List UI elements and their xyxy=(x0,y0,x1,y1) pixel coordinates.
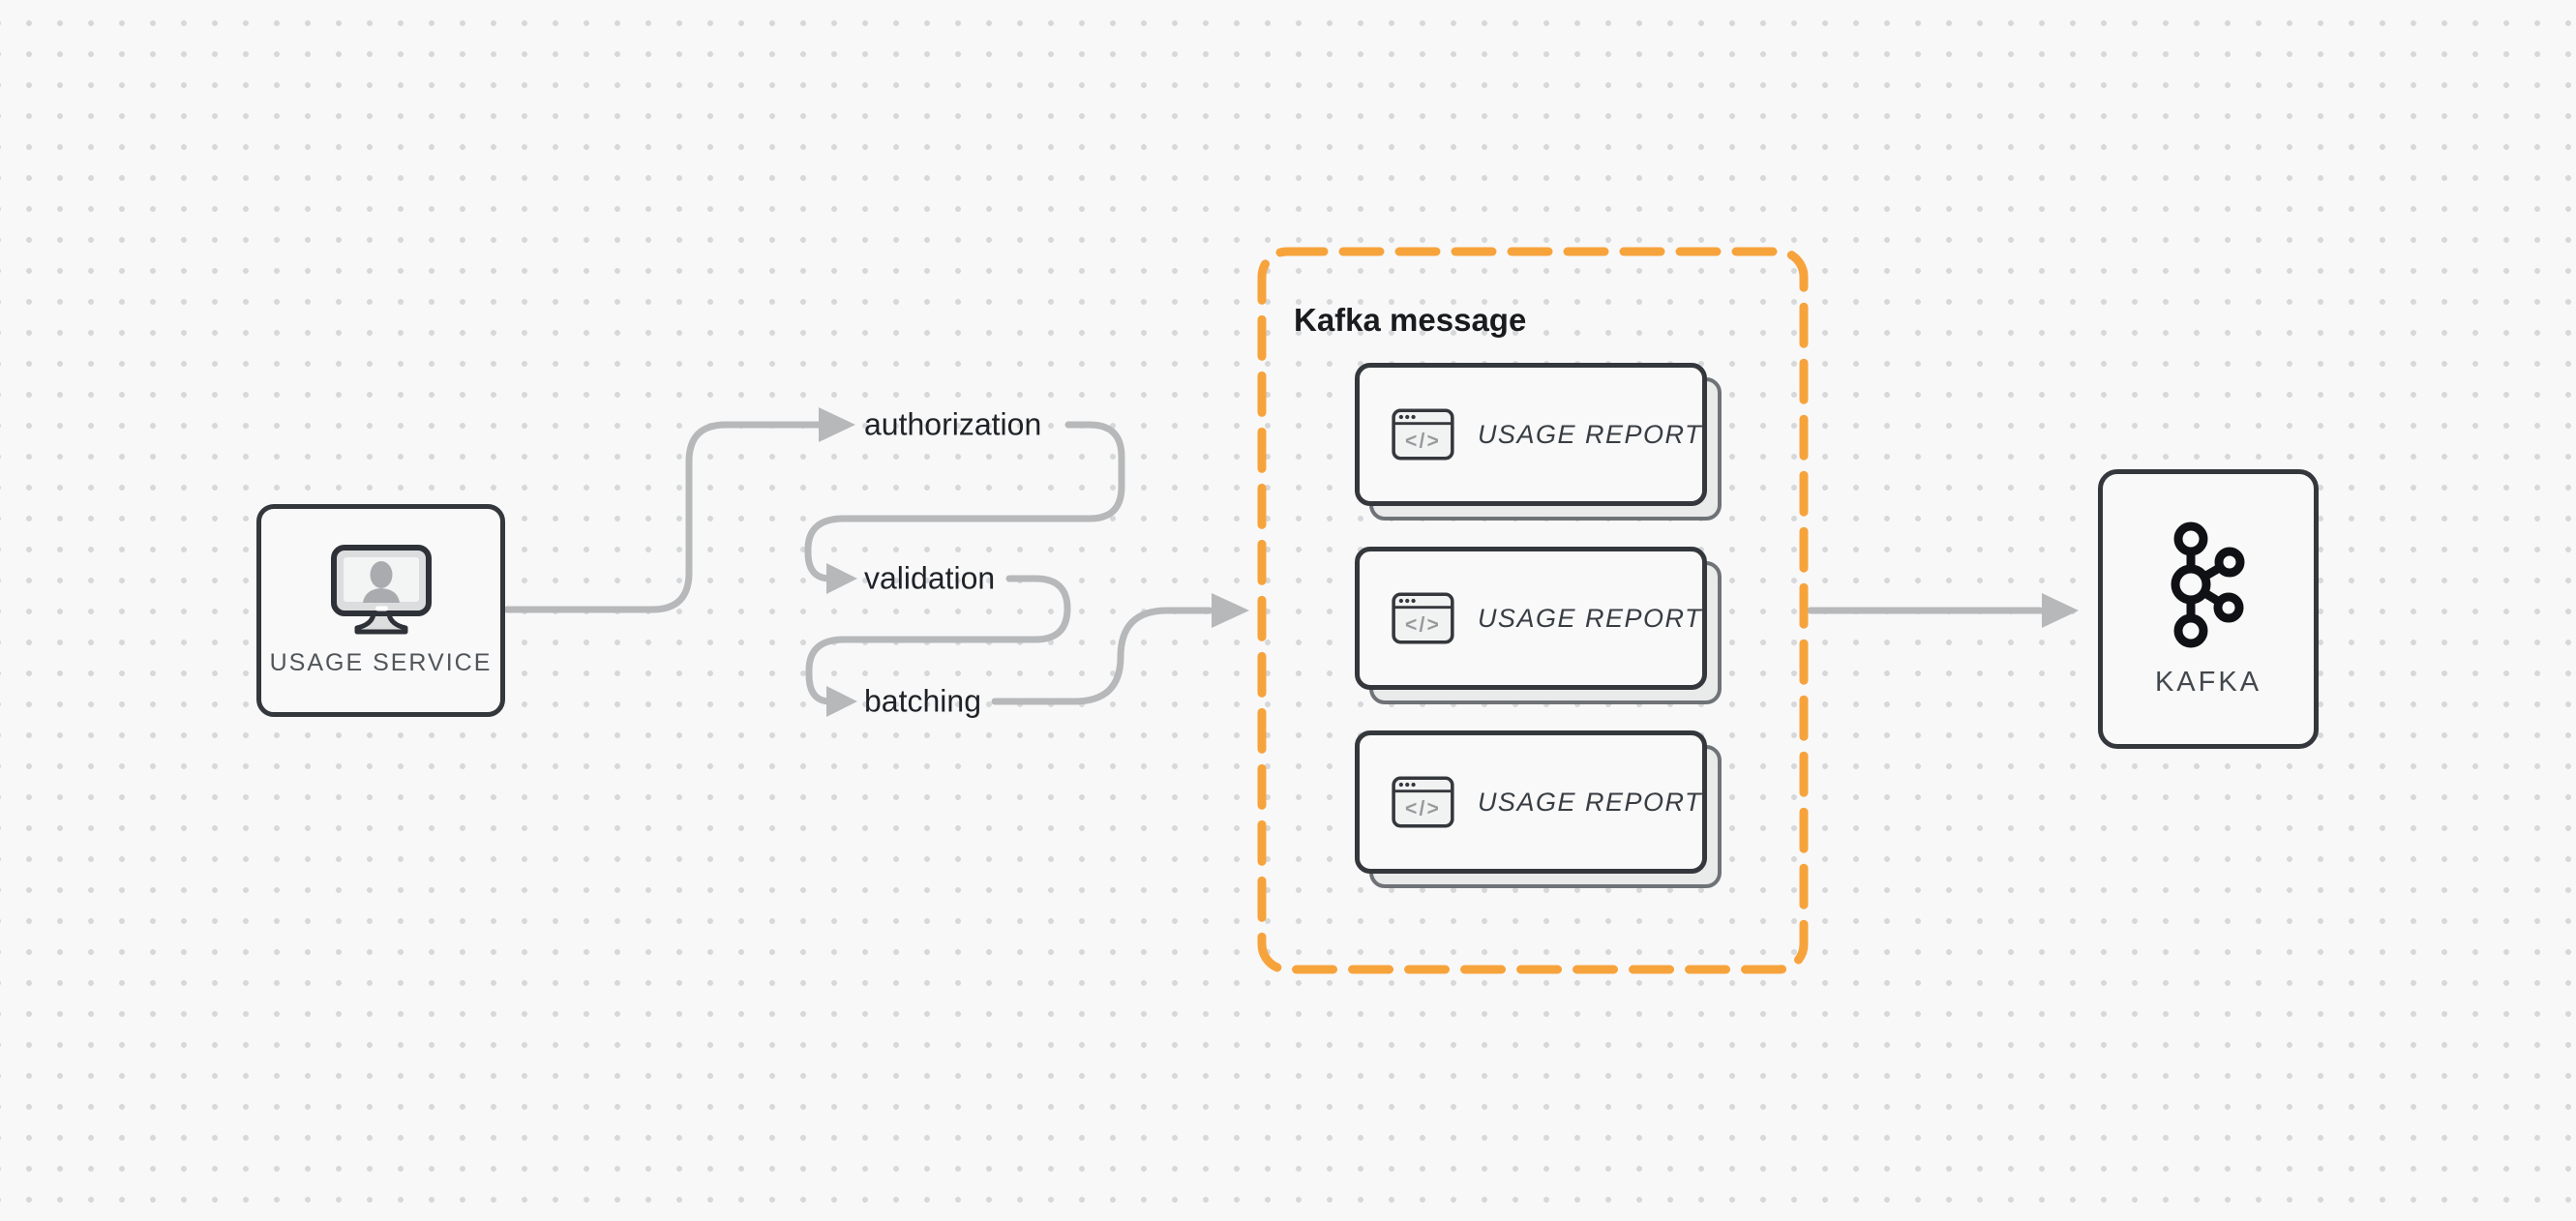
usage-report-card: </> USAGE REPORT xyxy=(1355,730,1722,888)
usage-service-label: USAGE SERVICE xyxy=(269,648,493,676)
monitor-user-icon xyxy=(330,544,432,634)
kafka-node: KAFKA xyxy=(2098,469,2319,749)
kafka-logo-icon xyxy=(2171,521,2245,648)
code-window-icon: </> xyxy=(1392,408,1454,461)
kafka-label: KAFKA xyxy=(2154,667,2262,698)
arrowhead-batching xyxy=(826,686,857,717)
svg-text:</>: </> xyxy=(1405,613,1441,636)
arrowhead-into-kafka xyxy=(2042,593,2079,628)
connector-batching-to-group xyxy=(991,607,1213,705)
connector-usage-to-authorization xyxy=(503,421,823,613)
svg-text:</>: </> xyxy=(1405,430,1441,452)
kafka-message-group-border xyxy=(1257,247,1809,974)
code-window-icon: </> xyxy=(1392,776,1454,828)
usage-report-label: USAGE REPORT xyxy=(1477,787,1702,817)
flow-step-authorization: authorization xyxy=(864,406,1042,442)
code-window-icon: </> xyxy=(1392,592,1454,644)
usage-service-node: USAGE SERVICE xyxy=(256,504,505,717)
connector-validation-to-batching xyxy=(805,575,1071,705)
usage-report-label: USAGE REPORT xyxy=(1477,419,1702,449)
arrowhead-validation xyxy=(826,563,857,594)
arrowhead-into-group xyxy=(1212,593,1249,628)
flow-step-batching: batching xyxy=(864,683,981,719)
connector-authorization-to-validation xyxy=(804,421,1125,582)
usage-report-label: USAGE REPORT xyxy=(1477,603,1702,633)
usage-report-card: </> USAGE REPORT xyxy=(1355,363,1722,521)
arrowhead-authorization xyxy=(819,407,855,442)
svg-text:</>: </> xyxy=(1405,797,1441,819)
kafka-message-group-title: Kafka message xyxy=(1294,302,1527,338)
usage-report-card: </> USAGE REPORT xyxy=(1355,547,1722,704)
flow-step-validation: validation xyxy=(864,560,996,596)
